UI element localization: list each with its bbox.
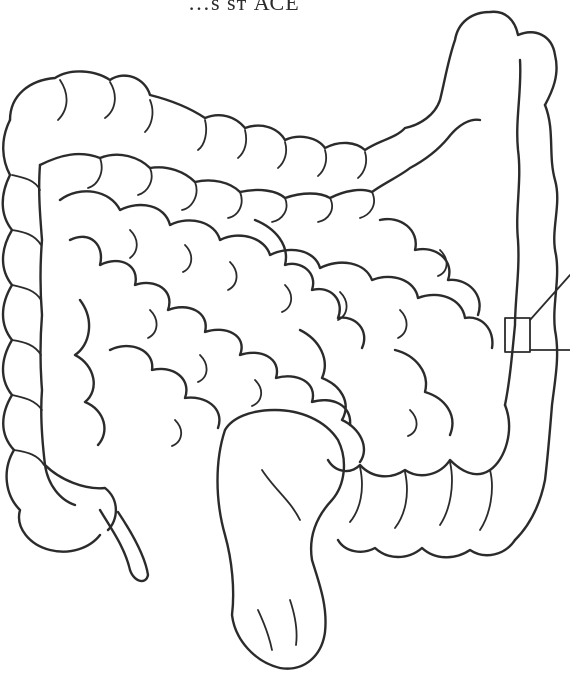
ascending-colon-inner (39, 165, 75, 505)
small-intestine-loop-2 (70, 237, 350, 425)
large-intestine (3, 12, 570, 558)
partial-title: …ѕ ѕт АСЕ (188, 0, 300, 15)
cecum-appendix (45, 465, 148, 581)
transverse-colon-bottom (40, 120, 480, 198)
label-leader-lines (530, 275, 570, 350)
colon-haustra-top (58, 80, 366, 178)
small-intestine-folds (130, 230, 447, 446)
sigmoid-colon-top (328, 405, 509, 476)
rectum-outline (218, 410, 344, 669)
descending-colon-outer (515, 105, 557, 540)
rectum-folds (258, 470, 300, 650)
small-intestine-loop-8 (395, 350, 452, 435)
appendix (100, 510, 148, 581)
small-intestine-loop-3 (255, 220, 364, 348)
descending-colon-inner (505, 60, 520, 405)
transverse-colon-top (10, 12, 557, 150)
rectum (218, 410, 344, 669)
small-intestine-loop-7 (300, 330, 364, 462)
small-intestine-loop-4 (380, 219, 480, 315)
small-intestine-loop-1 (60, 191, 492, 348)
small-intestine (60, 191, 492, 462)
ascending-colon-haustra (12, 175, 44, 465)
small-intestine-loop-5 (75, 300, 104, 445)
sigmoid-colon-bottom (338, 540, 515, 557)
label-box (505, 318, 530, 352)
colon-haustra-bottom (88, 158, 374, 222)
